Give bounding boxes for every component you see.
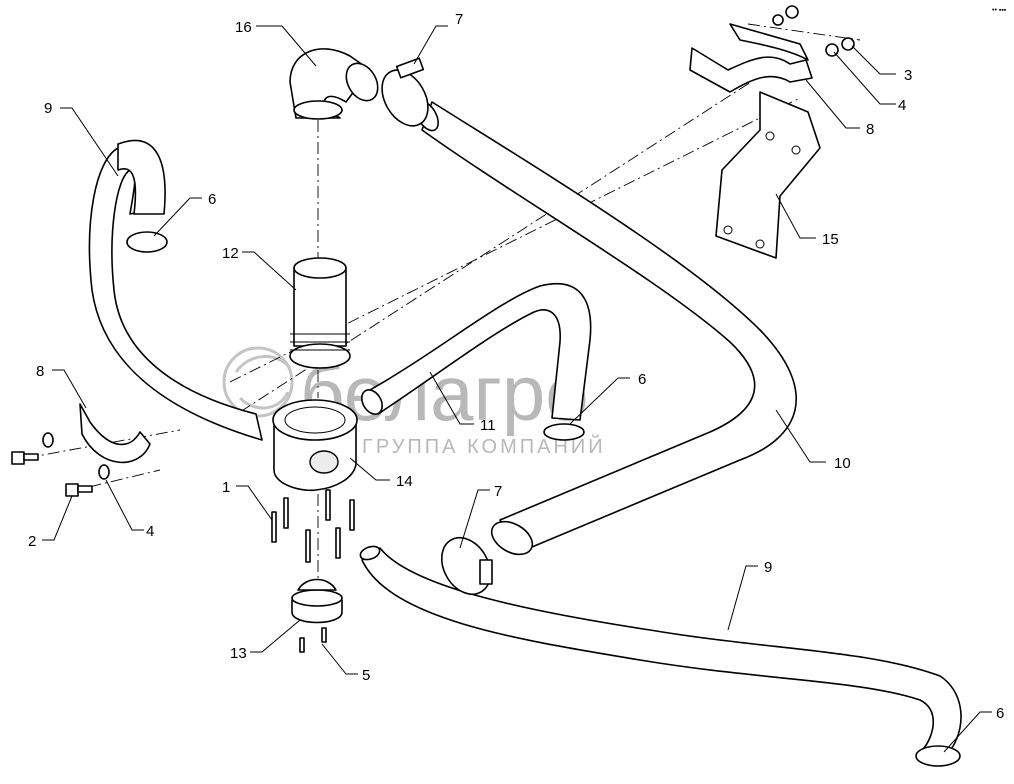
saddle-clamp-8-left xyxy=(79,403,151,464)
watermark-logo-icon xyxy=(222,346,294,418)
callout-7-lower: 7 xyxy=(494,483,502,500)
callout-3: 3 xyxy=(904,67,912,84)
bolt-2-lower xyxy=(65,483,93,497)
washer-4-top xyxy=(772,14,784,26)
callout-6-upper: 6 xyxy=(208,191,216,208)
plug-13 xyxy=(291,578,343,624)
clamp-6-b xyxy=(543,423,585,441)
bracket-15 xyxy=(715,91,821,259)
washer-4-left-2 xyxy=(98,464,110,480)
callout-7-upper: 7 xyxy=(455,11,463,28)
washer-4-left xyxy=(42,432,54,448)
callout-1: 1 xyxy=(222,479,230,496)
adapter-12 xyxy=(289,257,351,369)
callout-4-left: 4 xyxy=(146,523,154,540)
nut-3-top xyxy=(785,5,799,19)
callout-15: 15 xyxy=(822,231,839,248)
callout-8-left: 8 xyxy=(36,363,44,380)
hose-9-upper xyxy=(88,139,263,441)
callout-10: 10 xyxy=(834,455,851,472)
bolt-2-upper xyxy=(11,451,39,465)
screws-1 xyxy=(271,489,355,563)
callout-6-middle: 6 xyxy=(638,371,646,388)
callout-11: 11 xyxy=(480,417,496,434)
callout-2: 2 xyxy=(28,533,36,550)
clamp-6-a xyxy=(126,231,168,253)
callout-8-right: 8 xyxy=(866,121,874,138)
callouts: 16 7 9 6 12 8 3 4 8 15 6 11 10 14 1 2 4 … xyxy=(28,11,1004,722)
clamp-7-upper xyxy=(381,57,429,127)
callout-16: 16 xyxy=(235,19,252,36)
callout-14: 14 xyxy=(396,473,413,490)
callout-9-upper: 9 xyxy=(44,100,52,117)
corner-mark: •• ▪▪▪ xyxy=(992,7,1007,14)
callout-13: 13 xyxy=(230,645,247,662)
saddle-clamp-8-right xyxy=(689,23,813,93)
valve-housing-14 xyxy=(272,399,358,492)
leader-lines xyxy=(42,25,992,753)
callout-5: 5 xyxy=(362,667,370,684)
callout-12: 12 xyxy=(222,245,239,262)
pins-5 xyxy=(299,627,327,653)
callout-4-right: 4 xyxy=(898,97,906,114)
hose-11 xyxy=(361,283,592,421)
callout-9-lower: 9 xyxy=(764,559,772,576)
clamp-6-c xyxy=(915,745,961,767)
assembly-axes xyxy=(25,23,861,578)
callout-6-lower: 6 xyxy=(996,705,1004,722)
elbow-16 xyxy=(289,48,379,120)
nut-3 xyxy=(841,37,855,51)
clamp-7-lower xyxy=(440,536,493,596)
